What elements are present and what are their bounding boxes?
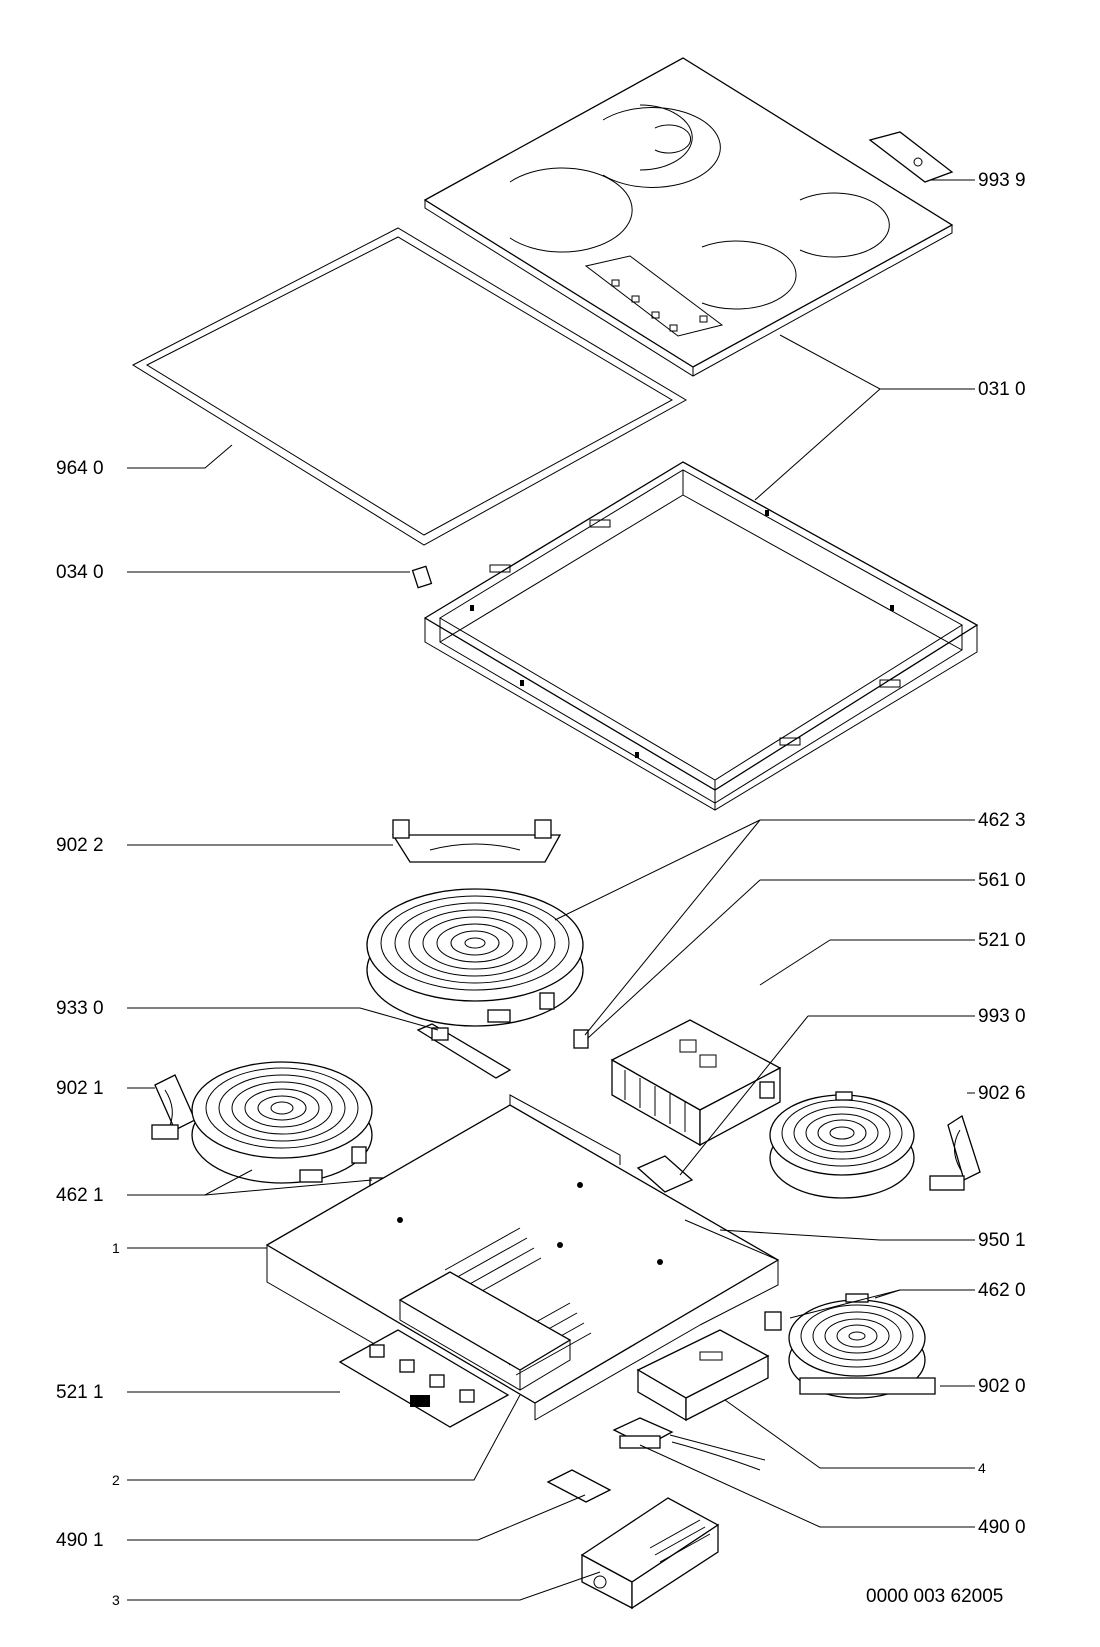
element-bracket-right	[929, 1114, 981, 1191]
base-tray	[265, 1094, 780, 1421]
label-034-0: 034 0	[56, 562, 104, 583]
clip-part	[411, 565, 433, 589]
hob-frame	[423, 461, 979, 811]
label-950-1: 950 1	[978, 1230, 1026, 1251]
control-board	[338, 1329, 510, 1428]
label-490-0: 490 0	[978, 1517, 1026, 1538]
label-902-6: 902 6	[978, 1083, 1026, 1104]
label-462-1: 462 1	[56, 1185, 104, 1206]
cable-cover	[580, 1497, 720, 1610]
label-993-0: 993 0	[978, 1006, 1026, 1027]
rear-channel	[398, 1271, 572, 1391]
mounting-clip	[636, 1155, 694, 1193]
right-front-radiant-heater	[788, 1293, 936, 1399]
label-902-0: 902 0	[978, 1376, 1026, 1397]
ceramic-hob-top	[423, 57, 954, 377]
label-902-1: 902 1	[56, 1078, 104, 1099]
label-4: 4	[978, 1460, 986, 1476]
mains-connector	[612, 1417, 766, 1471]
label-2: 2	[112, 1472, 120, 1488]
label-902-2: 902 2	[56, 835, 104, 856]
element-bracket-top	[391, 819, 562, 863]
label-561-0: 561 0	[978, 870, 1026, 891]
left-radiant-heater	[191, 1061, 373, 1184]
label-521-0: 521 0	[978, 930, 1026, 951]
large-radiant-heater	[366, 888, 584, 1027]
small-connector	[546, 1469, 612, 1503]
label-993-9: 993 9	[978, 170, 1026, 191]
right-radiant-heater	[759, 1081, 915, 1199]
front-heater-switch	[764, 1311, 782, 1331]
terminal-box	[636, 1329, 770, 1422]
label-933-0: 933 0	[56, 998, 104, 1019]
leader-lines	[127, 179, 975, 1601]
clamp-bracket	[868, 131, 954, 183]
label-521-1: 521 1	[56, 1382, 104, 1403]
small-switch	[573, 1029, 589, 1049]
label-1: 1	[112, 1240, 120, 1256]
temperature-limiter-rod	[416, 1023, 512, 1079]
label-031-0: 031 0	[978, 379, 1026, 400]
label-3: 3	[112, 1592, 120, 1608]
label-462-0: 462 0	[978, 1280, 1026, 1301]
document-code: 0000 003 62005	[866, 1586, 1004, 1607]
label-462-3: 462 3	[978, 810, 1026, 831]
element-bracket-left	[151, 1074, 196, 1140]
seal-gasket	[131, 227, 688, 546]
label-964-0: 964 0	[56, 458, 104, 479]
label-490-1: 490 1	[56, 1530, 104, 1551]
